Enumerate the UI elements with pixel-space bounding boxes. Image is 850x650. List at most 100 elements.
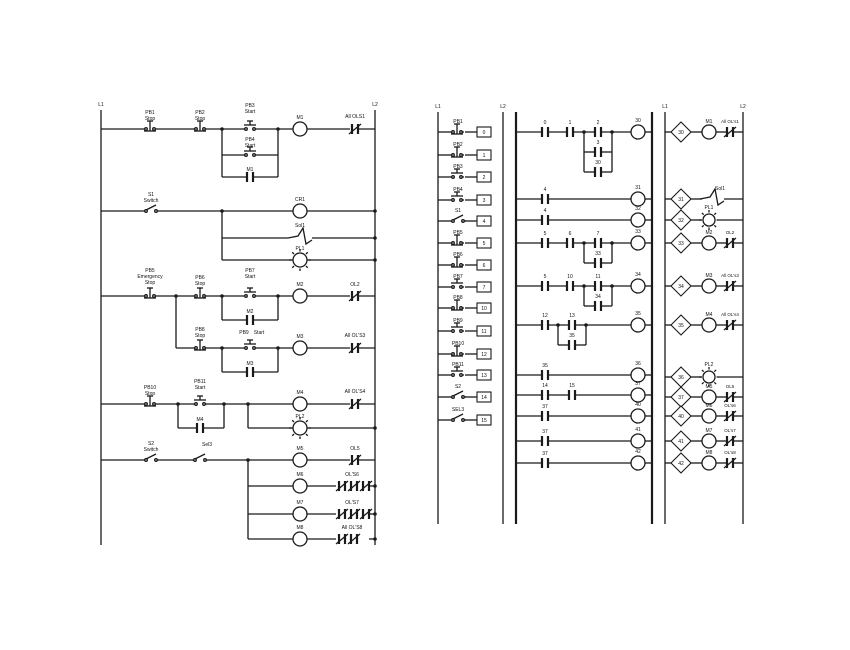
coil-m8 (292, 531, 308, 547)
label-s2-desc: Switch (144, 447, 159, 453)
program-coil-label: 42 (635, 449, 641, 455)
program-coil (630, 433, 646, 449)
output-coil-m7 (701, 433, 717, 449)
output-address-diamond: 35 (670, 314, 692, 336)
input-address-box (476, 325, 492, 337)
pushbutton-pb2 (193, 120, 207, 132)
input-row-pb4: 3 PB4 (438, 187, 492, 206)
label-ols6: OL'S6 (345, 472, 359, 478)
label-ol2: OL2 (350, 282, 360, 288)
program-coil-label: 36 (635, 361, 641, 367)
output-coil-m8 (701, 455, 717, 471)
input-switch-s2 (450, 390, 466, 399)
input-address: 6 (483, 263, 486, 269)
output-device-label: M3 (706, 273, 713, 279)
svg-text:42: 42 (678, 461, 684, 467)
program-contact (540, 436, 550, 446)
program-branch-label: 35 (569, 333, 575, 339)
label-pl2: PL2 (296, 414, 305, 420)
input-device-label: PB3 (453, 164, 463, 170)
label-pb2-desc: Stop (195, 116, 206, 122)
label-m7: M7 (297, 500, 304, 506)
program-coil (630, 455, 646, 471)
input-device-label: PB4 (453, 187, 463, 193)
output-address-diamond: 36 (670, 366, 692, 388)
label-pb6: PB6 (195, 275, 205, 281)
output-coil-m3 (701, 278, 717, 294)
input-address: 13 (481, 373, 487, 379)
label-pb1-desc: Stop (145, 116, 156, 122)
input-rail-l2-label: L2 (500, 104, 506, 110)
input-address: 3 (483, 198, 486, 204)
output-overload-label: OL2 (726, 230, 735, 235)
label-ols7: OL'S7 (345, 500, 359, 506)
output-overload-label: All OL's4 (721, 312, 739, 317)
program-coil-label: 33 (635, 229, 641, 235)
input-address: 2 (483, 175, 486, 181)
program-contact (593, 127, 603, 137)
input-pushbutton-pb5 (450, 234, 464, 246)
output-address-diamond: 41 (670, 430, 692, 452)
label-pb1: PB1 (145, 110, 155, 116)
input-device-label: S2 (455, 384, 461, 390)
label-pb2: PB2 (195, 110, 205, 116)
input-address-box (476, 171, 492, 183)
program-branch-label: 3 (597, 140, 600, 146)
program-coil (630, 278, 646, 294)
output-overload-label: All OL's1 (721, 119, 739, 124)
input-pushbutton-pb11 (450, 366, 464, 377)
label-m3-seal: M3 (247, 361, 254, 367)
program-coil-label: 40 (635, 402, 641, 408)
program-contact (540, 320, 550, 330)
coil-m5 (292, 452, 308, 468)
program-contact (540, 390, 550, 400)
label-pb5: PB5 (145, 268, 155, 274)
input-device-label: SEL3 (452, 407, 464, 413)
pushbutton-pb10 (143, 395, 157, 407)
label-s2: S2 (148, 441, 154, 447)
label-pb7: PB7 (245, 268, 255, 274)
lamp-pl1 (289, 249, 311, 271)
svg-text:31: 31 (678, 197, 684, 203)
output-lamp-pl2 (699, 367, 719, 387)
label-pb5-desc-1: Emergency (137, 274, 163, 280)
pushbutton-pb3 (243, 120, 257, 131)
input-row-pb11: 13 PB11 (438, 362, 492, 381)
contact-m2-seal (245, 315, 255, 325)
output-rail-l2-label: L2 (740, 104, 746, 110)
input-rail-l1-label: L1 (435, 104, 441, 110)
label-pb4-desc: Start (245, 143, 256, 149)
input-address: 15 (481, 418, 487, 424)
input-switch-s1 (450, 214, 466, 223)
input-device-label: PB11 (452, 362, 464, 368)
output-device-label: M7 (706, 428, 713, 434)
pushbutton-pb6 (193, 287, 207, 299)
label-sel3: Sel3 (202, 442, 212, 448)
input-address: 0 (483, 130, 486, 136)
program-contact (540, 194, 550, 204)
contact-m4-seal (195, 423, 205, 433)
label-m4-seal: M4 (197, 417, 204, 423)
program-contact-label: 7 (597, 231, 600, 237)
input-address-box (476, 259, 492, 271)
label-m3: M3 (297, 334, 304, 340)
label-pb9: PB9 (239, 330, 249, 336)
label-pb10-desc: Stop (145, 391, 156, 397)
coil-m7 (292, 506, 308, 522)
label-ols4: All OL'S4 (345, 389, 366, 395)
program-coil (630, 317, 646, 333)
input-pushbutton-pb8 (450, 299, 464, 311)
input-address-box (476, 281, 492, 293)
output-coil-m5 (701, 389, 717, 405)
input-device-label: PB5 (453, 230, 463, 236)
